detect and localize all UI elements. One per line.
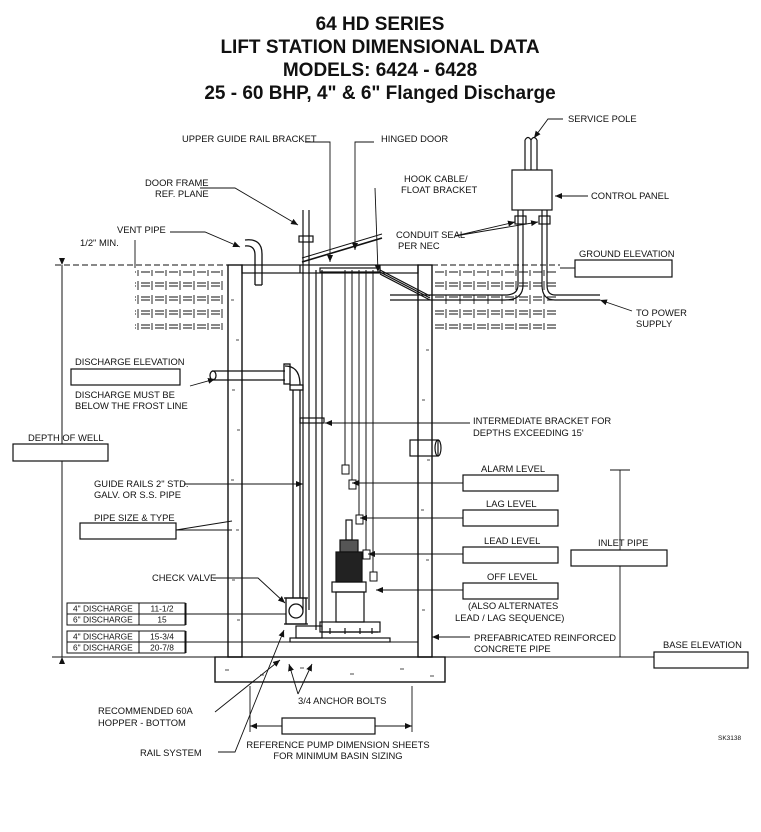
soil-hatching bbox=[55, 264, 575, 330]
label-discharge-elevation: DISCHARGE ELEVATION bbox=[75, 356, 185, 367]
annotation-labels: UPPER GUIDE RAIL BRACKET HINGED DOOR SER… bbox=[28, 113, 742, 761]
label-float-bracket: FLOAT BRACKET bbox=[401, 184, 478, 195]
label-pipe-size: PIPE SIZE & TYPE bbox=[94, 512, 175, 523]
dim-top-row1-label: 4" DISCHARGE bbox=[73, 604, 133, 614]
inlet-pipe bbox=[409, 439, 442, 457]
label-intermediate-1: INTERMEDIATE BRACKET FOR bbox=[473, 415, 611, 426]
dim-bottom-row1-label: 4" DISCHARGE bbox=[73, 632, 133, 642]
label-intermediate-2: DEPTHS EXCEEDING 15' bbox=[473, 427, 584, 438]
label-door-frame: DOOR FRAME bbox=[145, 177, 209, 188]
lag-level-box[interactable] bbox=[462, 509, 559, 527]
dimension-table-top: 4" DISCHARGE 11-1/2 6" DISCHARGE 15 bbox=[66, 602, 286, 626]
label-upper-guide-rail-bracket: UPPER GUIDE RAIL BRACKET bbox=[182, 133, 317, 144]
label-alternates-2: LEAD / LAG SEQUENCE) bbox=[455, 612, 564, 623]
label-ground-elevation: GROUND ELEVATION bbox=[579, 248, 675, 259]
label-supply: SUPPLY bbox=[636, 318, 673, 329]
ground-elevation-box[interactable] bbox=[574, 259, 673, 278]
base-elevation-box[interactable] bbox=[653, 651, 749, 669]
label-recommended-1: RECOMMENDED 60A bbox=[98, 705, 194, 716]
discharge-pipe bbox=[209, 363, 304, 598]
submersible-pump bbox=[289, 519, 391, 643]
label-alarm-level: ALARM LEVEL bbox=[481, 463, 545, 474]
float-switches bbox=[341, 270, 378, 582]
guide-rails bbox=[298, 210, 325, 630]
label-anchor-bolts: 3/4 ANCHOR BOLTS bbox=[298, 695, 386, 706]
hatch-cover bbox=[241, 233, 419, 274]
depth-of-well-box[interactable] bbox=[12, 443, 109, 462]
concrete-basin bbox=[214, 264, 446, 683]
label-depth-of-well: DEPTH OF WELL bbox=[28, 432, 104, 443]
label-alternates-1: (ALSO ALTERNATES bbox=[468, 600, 558, 611]
label-ref-plane: REF. PLANE bbox=[155, 188, 209, 199]
label-frost-2: BELOW THE FROST LINE bbox=[75, 400, 188, 411]
label-frost-1: DISCHARGE MUST BE bbox=[75, 389, 175, 400]
title-line-1: 64 HD SERIES bbox=[316, 14, 445, 35]
label-lead-level: LEAD LEVEL bbox=[484, 535, 540, 546]
label-reference-1: REFERENCE PUMP DIMENSION SHEETS bbox=[246, 739, 429, 750]
label-to-power: TO POWER bbox=[636, 307, 687, 318]
dim-top-row1-value: 11-1/2 bbox=[150, 604, 173, 614]
dim-bottom-row1-value: 15-3/4 bbox=[150, 632, 174, 642]
pipe-size-box[interactable] bbox=[79, 522, 177, 540]
off-level-box[interactable] bbox=[462, 582, 559, 600]
check-valve bbox=[284, 597, 308, 625]
dimension-table-bottom: 4" DISCHARGE 15-3/4 6" DISCHARGE 20-7/8 bbox=[66, 630, 286, 654]
label-guide-rails-2: GALV. OR S.S. PIPE bbox=[94, 489, 181, 500]
label-off-level: OFF LEVEL bbox=[487, 571, 538, 582]
label-vent-pipe: VENT PIPE bbox=[117, 224, 166, 235]
label-conduit-seal: CONDUIT SEAL bbox=[396, 229, 465, 240]
label-drawing-number: SK3138 bbox=[718, 735, 742, 742]
label-rail-system: RAIL SYSTEM bbox=[140, 747, 202, 758]
label-hinged-door: HINGED DOOR bbox=[381, 133, 448, 144]
dim-bottom-row2-label: 6" DISCHARGE bbox=[73, 643, 133, 653]
label-guide-rails-1: GUIDE RAILS 2" STD. bbox=[94, 478, 189, 489]
label-half-inch-min: 1/2" MIN. bbox=[80, 237, 119, 248]
title-line-4: 25 - 60 BHP, 4" & 6" Flanged Discharge bbox=[204, 83, 555, 104]
label-control-panel: CONTROL PANEL bbox=[591, 190, 669, 201]
title-line-2: LIFT STATION DIMENSIONAL DATA bbox=[220, 37, 539, 58]
label-reference-2: FOR MINIMUM BASIN SIZING bbox=[273, 750, 402, 761]
alarm-level-box[interactable] bbox=[462, 474, 559, 492]
label-lag-level: LAG LEVEL bbox=[486, 498, 537, 509]
vent-pipe bbox=[244, 239, 263, 286]
label-hook-cable: HOOK CABLE/ bbox=[404, 173, 468, 184]
label-prefab-2: CONCRETE PIPE bbox=[474, 643, 551, 654]
label-check-valve: CHECK VALVE bbox=[152, 572, 216, 583]
label-service-pole: SERVICE POLE bbox=[568, 113, 637, 124]
label-recommended-2: HOPPER - BOTTOM bbox=[98, 717, 186, 728]
label-per-nec: PER NEC bbox=[398, 240, 440, 251]
title-block: 64 HD SERIES LIFT STATION DIMENSIONAL DA… bbox=[204, 14, 555, 104]
label-prefab-1: PREFABRICATED REINFORCED bbox=[474, 632, 616, 643]
dim-bottom-row2-value: 20-7/8 bbox=[150, 643, 174, 653]
lead-level-box[interactable] bbox=[462, 546, 559, 564]
discharge-elevation-box[interactable] bbox=[70, 368, 181, 386]
dim-top-row2-value: 15 bbox=[157, 615, 167, 625]
inlet-pipe-box[interactable] bbox=[570, 549, 668, 567]
electrical-conduit bbox=[379, 136, 600, 301]
title-line-3: MODELS: 6424 - 6428 bbox=[283, 60, 477, 81]
dim-top-row2-label: 6" DISCHARGE bbox=[73, 615, 133, 625]
basin-sizing-box[interactable] bbox=[281, 717, 376, 735]
label-base-elevation: BASE ELEVATION bbox=[663, 639, 742, 650]
label-inlet-pipe: INLET PIPE bbox=[598, 537, 648, 548]
fill-in-boxes bbox=[12, 259, 749, 735]
